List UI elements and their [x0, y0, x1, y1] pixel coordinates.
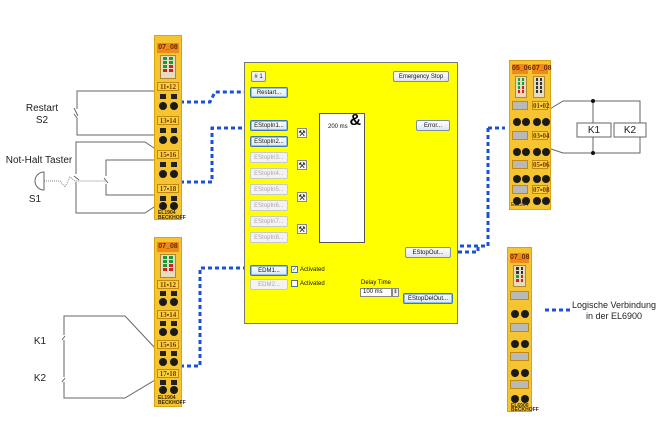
terminal-hole: [170, 170, 178, 178]
estop-del-out-button[interactable]: EStopDelOut...: [403, 293, 453, 304]
k2-label-left: K2: [33, 373, 47, 384]
emergency-stop-fb-panel: # 1 Emergency Stop Restart... EStopIn1..…: [244, 62, 458, 324]
estop-in7-button[interactable]: EStopIn7...: [250, 216, 288, 227]
pin-label: 13▪14: [157, 116, 179, 125]
estop-in4-button[interactable]: EStopIn4...: [250, 168, 288, 179]
estop-in6-button[interactable]: EStopIn6...: [250, 200, 288, 211]
pin-label: 15▪16: [157, 340, 179, 349]
terminal-hole: [159, 202, 167, 210]
error-button[interactable]: Error...: [416, 120, 450, 131]
module-header: 07_08: [510, 253, 530, 263]
hammer-wrench-icon[interactable]: ⚒: [297, 192, 307, 202]
link-restart: [180, 90, 246, 104]
restart-switch-contact: [73, 107, 79, 117]
link-estop: [180, 126, 246, 184]
delay-time-spinner[interactable]: ⇕: [392, 288, 399, 297]
terminal-hole: [170, 136, 178, 144]
estop-id: S1: [28, 194, 42, 205]
pin-label: 15▪16: [157, 150, 179, 159]
output-terminal: 05_06 07_08 01▪02 03▪04 05▪06 07▪08: [509, 60, 551, 210]
input-terminal-top: 07_08 11▪12 13▪14 15▪16 17▪18 EL1904 BEC…: [154, 35, 186, 221]
pin-label: 07▪08: [532, 185, 550, 194]
link-out-bottom: [458, 246, 480, 254]
estop-in5-button[interactable]: EStopIn5...: [250, 184, 288, 195]
module-type: EL6900: [511, 403, 529, 409]
pin-label: 13▪14: [157, 310, 179, 319]
terminal-hole: [159, 136, 167, 144]
estop-label: Not-Halt Taster: [5, 155, 73, 166]
pin-label: 05▪06: [532, 160, 550, 169]
estop-mushroom-icon: [34, 171, 45, 191]
emergency-stop-button[interactable]: Emergency Stop: [393, 71, 449, 82]
edm1-button[interactable]: EDM1...: [250, 265, 288, 276]
module-brand: BECKHOFF: [158, 400, 186, 406]
pin-label: 01▪02: [532, 101, 550, 110]
and-symbol: &: [349, 112, 361, 129]
k1-label-right: K1: [587, 125, 601, 136]
hammer-wrench-icon[interactable]: ⚒: [297, 128, 307, 138]
legend-line2: in der EL6900: [585, 311, 643, 321]
module-type: EL1904: [158, 210, 176, 216]
pin-label: 11▪12: [157, 82, 179, 91]
edm2-button[interactable]: EDM2...: [250, 279, 288, 290]
link-logic: [458, 214, 490, 248]
link-edm: [180, 266, 246, 368]
edm-wire: [61, 315, 156, 399]
estop-in1-button[interactable]: EStopIn1...: [250, 120, 288, 131]
estop-in3-button[interactable]: EStopIn3...: [250, 152, 288, 163]
relay-k2-coil: [613, 122, 647, 138]
estop-wire-outer: [75, 141, 158, 214]
k1-label-left: K1: [33, 336, 47, 347]
estop-out-button[interactable]: EStopOut...: [405, 247, 451, 258]
pin-label: 17▪18: [157, 369, 179, 378]
output-module-type: EL2904: [511, 202, 529, 208]
output-wire: [544, 100, 641, 154]
k2-label-right: K2: [623, 125, 637, 136]
delay-time-label: Delay Time: [361, 280, 392, 286]
input-terminal-bottom: 07_08 11▪12 13▪14 15▪16 17▪18 EL1904 BEC…: [154, 237, 186, 407]
estop-in2-button[interactable]: EStopIn2...: [250, 136, 288, 147]
module-brand: BECKHOFF: [158, 215, 186, 221]
edm1-activated-checkbox[interactable]: ✓ Activated: [291, 266, 325, 273]
module-header: 07_08: [157, 43, 179, 53]
hammer-wrench-icon[interactable]: ⚒: [297, 224, 307, 234]
fb-id-button[interactable]: # 1: [251, 71, 266, 82]
pin-label: 17▪18: [157, 184, 179, 193]
pin-label: 11▪12: [157, 280, 179, 289]
restart-wire: [73, 90, 155, 136]
terminal-hole: [159, 102, 167, 110]
relay-k1-coil: [576, 122, 612, 138]
module-header: 07_08: [157, 242, 179, 252]
module-header-right: 07_08: [532, 64, 552, 74]
logic-terminal: 07_08 EL6900 BECKHOFF: [507, 247, 539, 413]
checkbox-checked[interactable]: ✓: [291, 266, 298, 273]
legend-line1: Logische Verbindung: [571, 300, 657, 310]
restart-label: Restart: [25, 103, 59, 114]
checkbox-label: Activated: [300, 280, 325, 287]
module-type: EL1904: [158, 395, 176, 401]
restart-id: S2: [35, 115, 49, 126]
restart-button[interactable]: Restart...: [250, 87, 288, 98]
estop-wire-inner: [105, 159, 157, 196]
and-logic-block: & 200 ms: [319, 112, 365, 243]
terminal-hole: [170, 102, 178, 110]
edm2-activated-checkbox[interactable]: Activated: [291, 280, 325, 287]
checkbox-unchecked[interactable]: [291, 280, 298, 287]
delay-time-input[interactable]: 100 ms: [360, 288, 392, 297]
module-brand: BECKHOFF: [511, 407, 539, 413]
pin-label: 03▪04: [532, 131, 550, 140]
estop-in8-button[interactable]: EStopIn8...: [250, 232, 288, 243]
hammer-wrench-icon[interactable]: ⚒: [297, 160, 307, 170]
module-header-left: 05_06: [512, 64, 532, 74]
checkbox-label: Activated: [300, 266, 325, 273]
terminal-hole: [170, 202, 178, 210]
and-discrepancy-time: 200 ms: [328, 124, 348, 130]
estop-mechanical-link: [44, 176, 106, 188]
terminal-hole: [159, 170, 167, 178]
